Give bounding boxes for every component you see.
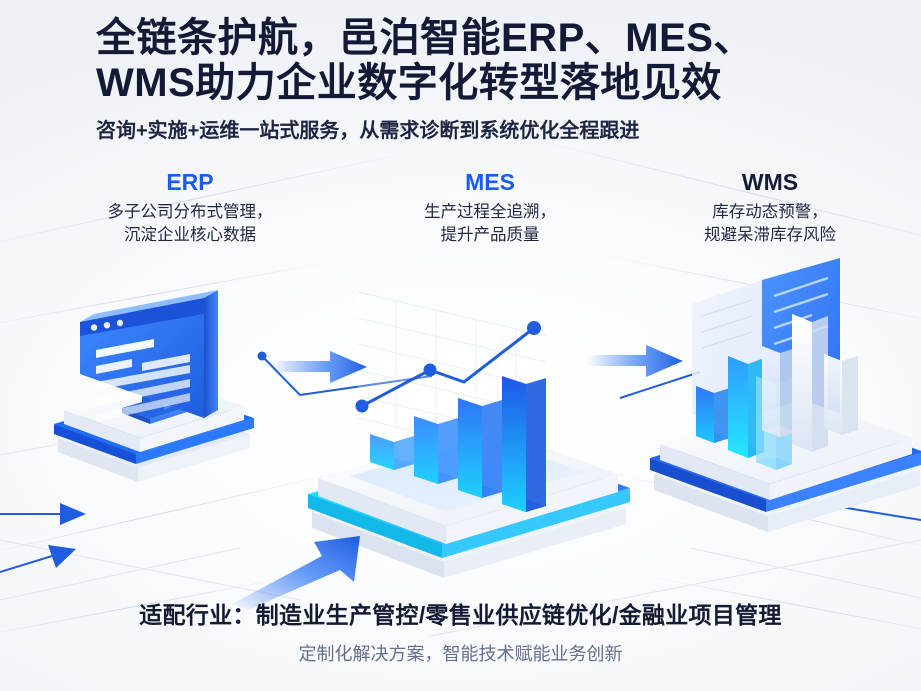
footer-block: 适配行业：制造业生产管控/零售业供应链优化/金融业项目管理 定制化解决方案，智能…: [0, 600, 921, 666]
column-desc-mes-line-2: 提升产品质量: [440, 226, 540, 244]
column-desc-erp-line-2: 沉淀企业核心数据: [124, 226, 256, 244]
wms-bar-5: [792, 314, 828, 452]
footer-main-text: 适配行业：制造业生产管控/零售业供应链优化/金融业项目管理: [139, 602, 782, 628]
headline-block: 全链条护航，邑泊智能ERP、MES、 WMS助力企业数字化转型落地见效 咨询+实…: [0, 16, 921, 144]
column-title-wms: WMS: [741, 169, 799, 195]
mes-bar-1: [370, 434, 414, 470]
illustration-erp: [18, 262, 288, 482]
column-desc-mes-line-1: 生产过程全追溯，: [424, 203, 556, 221]
column-desc-erp-line-1: 多子公司分布式管理，: [107, 203, 273, 221]
erp-window-dots: [90, 319, 124, 331]
column-caption-mes: MES 生产过程全追溯， 提升产品质量: [340, 168, 640, 247]
illustration-wms: [634, 258, 921, 548]
wms-bar-4: [762, 346, 796, 437]
flow-arrow-mes-to-wms: [588, 344, 683, 378]
column-desc-wms-line-2: 规避呆滞库存风险: [704, 226, 836, 244]
column-captions: ERP 多子公司分布式管理， 沉淀企业核心数据 MES 生产过程全追溯， 提升产…: [0, 168, 921, 268]
column-title-mes: MES: [465, 169, 515, 195]
erp-monitor-screen: [80, 290, 218, 422]
headline-line-1: 全链条护航，邑泊智能ERP、MES、: [96, 16, 754, 60]
wms-bar-1: [696, 386, 730, 443]
column-caption-erp: ERP 多子公司分布式管理， 沉淀企业核心数据: [40, 168, 340, 247]
column-title-erp: ERP: [166, 169, 214, 195]
mes-bar-4: [502, 376, 546, 512]
footer-sub-text: 定制化解决方案，智能技术赋能业务创新: [298, 644, 623, 664]
wms-bar-6: [824, 354, 858, 435]
column-caption-wms: WMS 库存动态预警， 规避呆滞库存风险: [620, 168, 920, 247]
headline-subtitle: 咨询+实施+运维一站式服务，从需求诊断到系统优化全程跟进: [96, 120, 640, 142]
mes-bar-2: [414, 416, 458, 484]
mes-bar-3: [458, 398, 502, 498]
column-desc-wms-line-1: 库存动态预警，: [712, 203, 828, 221]
illustration-mes: [296, 280, 646, 580]
flow-arrow-erp-to-mes: [272, 350, 367, 384]
erp-screen-content-lines: [96, 339, 190, 422]
mes-trend-line: [355, 321, 541, 413]
headline-line-2: WMS助力企业数字化转型落地见效: [96, 61, 722, 105]
